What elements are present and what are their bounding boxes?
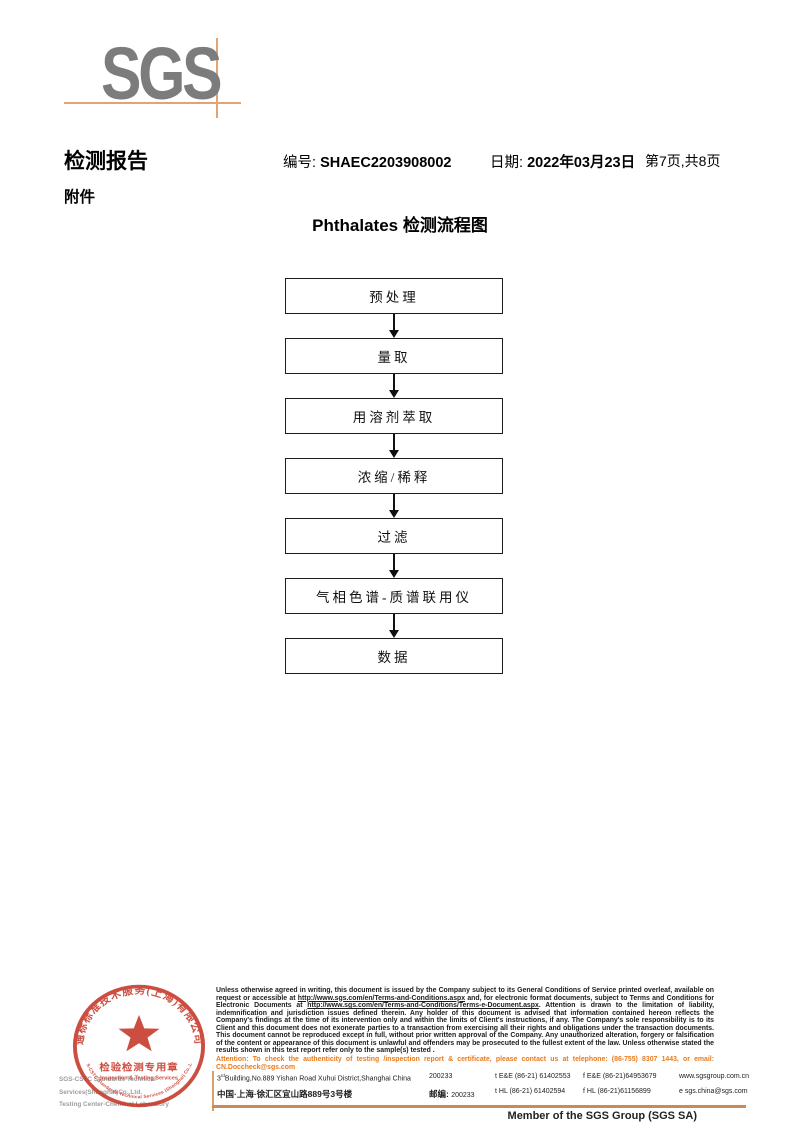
- report-number: 编号: SHAEC2203908002: [283, 151, 451, 172]
- stamp-center-text: 检验检测专用章: [99, 1061, 178, 1074]
- flow-step-box: 过滤: [285, 518, 503, 554]
- logo-vertical-line: [216, 38, 218, 118]
- logo-horizontal-line: [64, 102, 241, 104]
- flow-step-label: 数据: [377, 650, 411, 665]
- address-row-en: 3rdBuilding,No.889 Yishan Road Xuhui Dis…: [217, 1073, 751, 1088]
- attention-text: Attention: To check the authenticity of …: [216, 1055, 714, 1071]
- report-date: 日期: 2022年03月23日: [490, 151, 635, 172]
- telephone-2: t HL (86-21) 61402594: [495, 1088, 566, 1095]
- address-cn: 中国·上海·徐汇区宜山路889号3号楼: [217, 1089, 353, 1099]
- flow-step-box: 预处理: [285, 278, 503, 314]
- company-name-line2: Testing Center-Chemical Laboratory: [59, 1101, 169, 1108]
- flow-step-label: 浓缩/稀释: [357, 470, 431, 485]
- address-block: 3rdBuilding,No.889 Yishan Road Xuhui Dis…: [217, 1073, 751, 1103]
- flow-step-label: 用溶剂萃取: [352, 410, 436, 425]
- flow-step-box: 数据: [285, 638, 503, 674]
- flow-arrow-down-icon: [389, 314, 399, 338]
- flow-step-box: 用溶剂萃取: [285, 398, 503, 434]
- legal-link[interactable]: http://www.sgs.com/en/Terms-and-Conditio…: [307, 1002, 539, 1010]
- attachment-label: 附件: [64, 189, 96, 206]
- flow-arrow-down-icon: [389, 374, 399, 398]
- legal-text-segment: Unless otherwise agreed in writing, this…: [216, 987, 714, 1002]
- flow-step-label: 预处理: [369, 290, 419, 305]
- flow-arrow-down-icon: [389, 434, 399, 458]
- sgs-logo-text: SGS: [101, 32, 223, 115]
- report-number-label: 编号:: [283, 155, 317, 171]
- flow-step-box: 气相色谱-质谱联用仪: [285, 578, 503, 614]
- website: www.sgsgroup.com.cn: [679, 1073, 750, 1080]
- flowchart-title: Phthalates 检测流程图: [312, 216, 488, 235]
- member-text: Member of the SGS Group (SGS SA): [507, 1110, 697, 1122]
- postcode-cn: 邮编: 200233: [429, 1089, 475, 1099]
- report-number-value: SHAEC2203908002: [320, 155, 452, 171]
- footer-horizontal-line: [212, 1105, 746, 1108]
- inspection-stamp: 通标标准技术服务(上海)有限公司 SGS-CSTC Standards Tech…: [70, 982, 206, 1108]
- legal-link[interactable]: http://www.sgs.com/en/Terms-and-Conditio…: [297, 994, 466, 1002]
- email: e sgs.china@sgs.com: [679, 1088, 748, 1095]
- flow-step-label: 过滤: [377, 530, 411, 545]
- legal-text-segment: . Attention is drawn to the limitation o…: [216, 1002, 714, 1055]
- legal-section: Unless otherwise agreed in writing, this…: [216, 987, 714, 1071]
- postcode-en: 200233: [429, 1073, 453, 1080]
- flow-arrow-down-icon: [389, 554, 399, 578]
- telephone-1: t E&E (86-21) 61402553: [495, 1073, 571, 1080]
- page-indicator: 第7页,共8页: [645, 153, 721, 169]
- stamp-center-subtext: Inspection & Testing Services: [100, 1076, 178, 1082]
- fax-2: f HL (86-21)61156899: [583, 1088, 651, 1095]
- fax-1: f E&E (86-21)64953679: [583, 1073, 657, 1080]
- report-title: 检测报告: [64, 150, 148, 173]
- stamp-star-icon: [118, 1014, 160, 1052]
- flow-step-box: 量取: [285, 338, 503, 374]
- report-date-value: 2022年03月23日: [527, 155, 636, 171]
- flow-step-label: 气相色谱-质谱联用仪: [316, 590, 472, 605]
- flowchart-steps: 预处理量取用溶剂萃取浓缩/稀释过滤气相色谱-质谱联用仪数据: [285, 278, 503, 674]
- legal-text-segment: and, for electronic format documents, su…: [216, 994, 715, 1010]
- flow-step-label: 量取: [377, 350, 411, 365]
- flow-arrow-down-icon: [389, 494, 399, 518]
- address-row-cn: 中国·上海·徐汇区宜山路889号3号楼 邮编: 200233 t HL (86-…: [217, 1088, 751, 1103]
- stamp-ring: [72, 984, 206, 1108]
- flow-arrow-down-icon: [389, 614, 399, 638]
- legal-paragraph: Unless otherwise agreed in writing, this…: [216, 987, 714, 1055]
- address-en: 3rdBuilding,No.889 Yishan Road Xuhui Dis…: [217, 1073, 411, 1083]
- report-date-label: 日期:: [490, 155, 524, 171]
- address-vertical-line: [212, 1071, 214, 1111]
- flow-step-box: 浓缩/稀释: [285, 458, 503, 494]
